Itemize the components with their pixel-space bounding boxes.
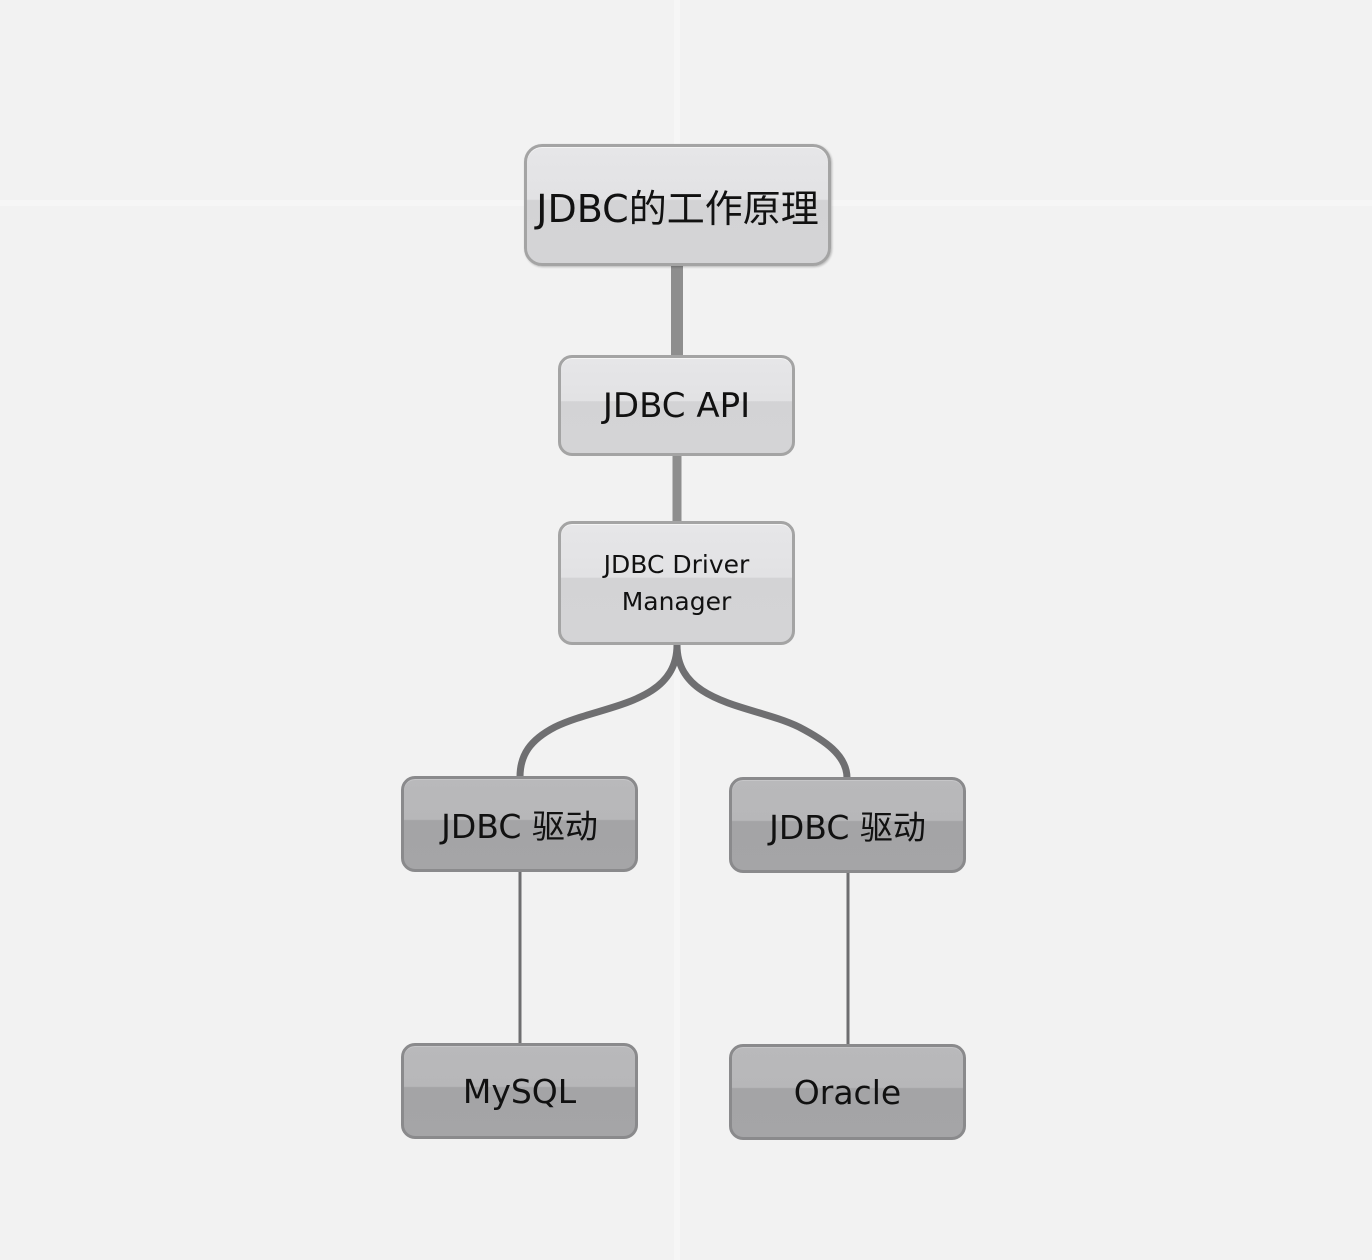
node-oracle-label: Oracle: [793, 1072, 902, 1112]
node-jdbc-driver-2[interactable]: JDBC 驱动: [729, 777, 966, 873]
connector-manager-driver-2: [673, 641, 851, 782]
node-driver-1-label: JDBC 驱动: [441, 807, 598, 846]
node-jdbc-driver-1[interactable]: JDBC 驱动: [401, 776, 638, 872]
node-manager-label-line2: Manager: [621, 587, 732, 616]
node-jdbc-driver-manager[interactable]: JDBC Driver Manager: [558, 521, 795, 645]
node-driver-2-label: JDBC 驱动: [769, 808, 926, 847]
node-jdbc-api[interactable]: JDBC API: [558, 355, 795, 456]
node-manager-label-line1: JDBC Driver: [603, 550, 750, 579]
node-database-oracle[interactable]: Oracle: [729, 1044, 966, 1140]
node-manager-text: JDBC Driver Manager: [604, 546, 750, 620]
node-api-label: JDBC API: [602, 385, 751, 426]
connector-manager-driver-1: [516, 641, 681, 781]
node-root-jdbc-principle[interactable]: JDBC的工作原理: [524, 144, 831, 266]
node-root-label: JDBC的工作原理: [536, 186, 819, 231]
node-mysql-label: MySQL: [462, 1071, 577, 1111]
node-database-mysql[interactable]: MySQL: [401, 1043, 638, 1139]
